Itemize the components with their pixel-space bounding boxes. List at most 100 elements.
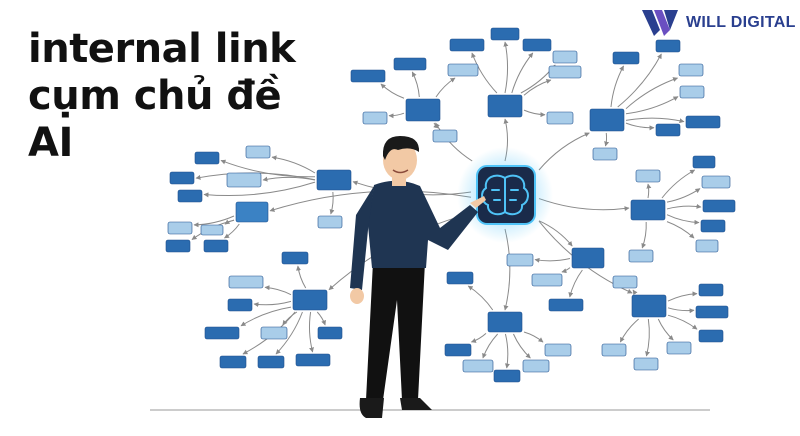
leaf-node — [601, 343, 627, 357]
leaf-node — [449, 38, 485, 52]
link-arrow — [538, 220, 573, 247]
link-arrow — [666, 214, 700, 225]
link-arrow — [610, 65, 624, 108]
link-arrow — [523, 109, 546, 118]
leaf-node — [317, 326, 343, 340]
leaf-node — [447, 63, 479, 77]
brain-circuit-icon — [481, 174, 529, 216]
leaf-node — [548, 65, 582, 79]
cluster-node — [292, 289, 328, 311]
leaf-node — [165, 239, 191, 253]
leaf-node — [666, 341, 692, 355]
leaf-node — [695, 305, 729, 319]
link-arrow — [625, 77, 679, 110]
leaf-node — [260, 326, 288, 340]
leaf-node — [698, 329, 724, 343]
man-pointing-illustration — [350, 136, 486, 418]
leaf-node — [226, 172, 262, 188]
leaf-node — [592, 147, 618, 161]
leaf-node — [612, 51, 640, 65]
link-arrow — [203, 181, 316, 198]
leaf-node — [701, 175, 731, 189]
link-arrow — [262, 176, 316, 182]
link-arrow — [411, 71, 420, 98]
leaf-node — [679, 85, 705, 99]
link-arrow — [534, 257, 571, 263]
link-arrow — [645, 318, 650, 357]
will-digital-logo-icon — [642, 10, 678, 36]
link-arrow — [316, 311, 326, 326]
leaf-node — [700, 219, 726, 233]
link-arrow — [523, 331, 544, 343]
leaf-node — [393, 57, 427, 71]
leaf-node — [245, 145, 271, 159]
cluster-node — [405, 98, 441, 122]
leaf-node — [219, 355, 247, 369]
leaf-node — [204, 326, 240, 340]
link-arrow — [657, 318, 674, 341]
leaf-node — [531, 273, 563, 287]
link-arrow — [435, 77, 456, 98]
link-arrow — [617, 53, 662, 108]
link-arrow — [253, 300, 292, 308]
leaf-node — [432, 129, 458, 143]
link-arrow — [667, 314, 698, 330]
leaf-node — [490, 27, 520, 41]
leaf-node — [317, 215, 343, 229]
leaf-node — [177, 189, 203, 203]
link-arrow — [433, 122, 439, 129]
link-arrow — [625, 122, 655, 131]
link-arrow — [604, 132, 610, 147]
link-arrow — [240, 306, 292, 327]
leaf-node — [444, 343, 472, 357]
leaf-node — [350, 69, 386, 83]
leaf-node — [200, 224, 224, 236]
brand-logo: WILL DIGITAL — [640, 8, 796, 38]
leaf-node — [635, 169, 661, 183]
leaf-node — [655, 39, 681, 53]
link-arrow — [666, 188, 701, 203]
link-arrow — [561, 267, 571, 274]
leaf-node — [257, 355, 285, 369]
leaf-node — [228, 275, 264, 289]
leaf-node — [203, 239, 229, 253]
leaf-node — [462, 359, 494, 373]
link-arrow — [661, 169, 696, 199]
leaf-node — [612, 275, 638, 289]
leaf-node — [167, 221, 193, 235]
link-arrow — [470, 332, 487, 343]
leaf-node — [227, 298, 253, 312]
leaf-node — [362, 111, 388, 125]
link-arrow — [388, 112, 405, 119]
leaf-node — [633, 357, 659, 371]
link-arrow — [193, 215, 235, 228]
leaf-node — [493, 369, 521, 383]
link-arrow — [666, 221, 695, 239]
leaf-node — [506, 253, 534, 267]
link-arrow — [511, 52, 534, 94]
link-arrow — [512, 333, 531, 359]
cluster-node — [487, 311, 523, 333]
link-arrow — [538, 132, 590, 171]
link-arrow — [482, 333, 499, 359]
cluster-node — [487, 94, 523, 118]
cluster-node — [589, 108, 625, 132]
link-arrow — [619, 318, 639, 343]
link-arrow — [625, 96, 679, 115]
link-arrow — [523, 79, 552, 96]
leaf-node — [522, 359, 550, 373]
link-arrow — [271, 155, 316, 174]
link-arrow — [503, 41, 509, 94]
leaf-node — [692, 155, 716, 169]
leaf-node — [655, 123, 681, 137]
link-arrow — [308, 311, 314, 353]
headline: internal link cụm chủ đề AI — [28, 26, 296, 167]
leaf-node — [628, 249, 654, 263]
link-arrow — [632, 289, 638, 296]
link-arrow — [224, 219, 235, 225]
link-arrow — [275, 311, 303, 355]
link-arrow — [264, 285, 292, 296]
leaf-node — [546, 111, 574, 125]
link-arrow — [380, 83, 405, 99]
